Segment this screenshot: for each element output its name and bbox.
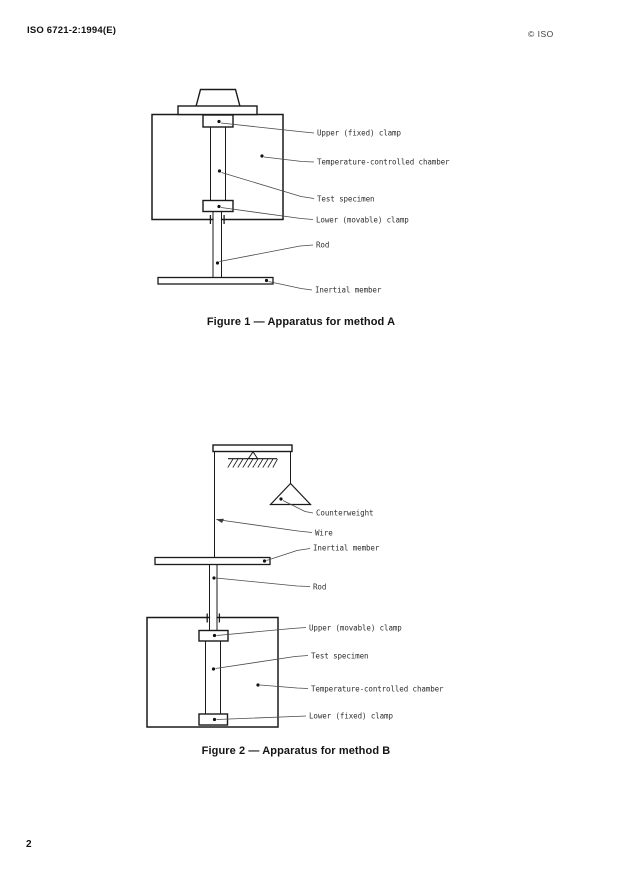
fig1-inertial-member-shape	[157, 276, 274, 285]
fig2-pivot-triangle	[247, 450, 259, 459]
fig2-label-wire: Wire	[315, 528, 333, 537]
fig1-support-bar	[177, 105, 258, 116]
fig2-label-upper-clamp: Upper (movable) clamp	[309, 623, 402, 632]
fig2-specimen-shape	[205, 641, 221, 715]
figure1-caption: Figure 1 — Apparatus for method A	[206, 316, 396, 328]
fig1-label-inertial-member: Inertial member	[315, 285, 382, 295]
fig1-pointer-dots	[215, 119, 269, 283]
figure1-diagram	[151, 88, 315, 291]
fig1-label-chamber: Temperature-controlled chamber	[317, 157, 450, 167]
fig1-label-upper-clamp: Upper (fixed) clamp	[317, 128, 401, 138]
page-number: 2	[26, 839, 32, 850]
fig2-wall-clearance-ticks	[206, 613, 221, 623]
fig2-counterweight-shape	[269, 482, 312, 506]
fig2-label-lower-clamp: Lower (fixed) clamp	[309, 711, 393, 721]
fig2-pointer-dots	[211, 497, 283, 722]
copyright-notice: © ISO	[528, 29, 554, 39]
fig1-leader-lines	[219, 122, 315, 291]
fig2-ground-hatching	[227, 458, 278, 468]
fig2-label-inertial-member: Inertial member	[313, 543, 380, 553]
fig2-label-rod: Rod	[313, 582, 327, 591]
fig2-inertial-member-shape	[154, 556, 271, 566]
fig2-rod-shape	[209, 564, 218, 631]
document-id: ISO 6721-2:1994(E)	[27, 25, 117, 36]
fig2-leader-lines	[215, 500, 314, 720]
fig2-label-counterweight: Counterweight	[316, 508, 374, 518]
fig1-label-rod: Rod	[316, 240, 330, 250]
fig1-label-specimen: Test specimen	[317, 194, 375, 203]
fig2-wall-gap	[210, 615, 217, 620]
figure2-caption: Figure 2 — Apparatus for method B	[201, 745, 391, 757]
fig1-drive-fixture	[195, 88, 241, 108]
fig1-label-lower-clamp: Lower (movable) clamp	[316, 215, 409, 224]
figure2-diagram	[146, 444, 314, 728]
fig1-specimen-shape	[210, 127, 226, 201]
fig1-wall-gap	[213, 217, 221, 222]
fig2-wire-leader-arrowhead	[216, 518, 224, 523]
fig1-rod-shape	[212, 211, 222, 278]
fig1-wall-clearance-ticks	[209, 215, 225, 224]
fig2-label-chamber: Temperature-controlled chamber	[311, 684, 444, 693]
fig2-support-beam	[212, 444, 293, 453]
fig2-label-specimen: Test specimen	[311, 651, 369, 660]
